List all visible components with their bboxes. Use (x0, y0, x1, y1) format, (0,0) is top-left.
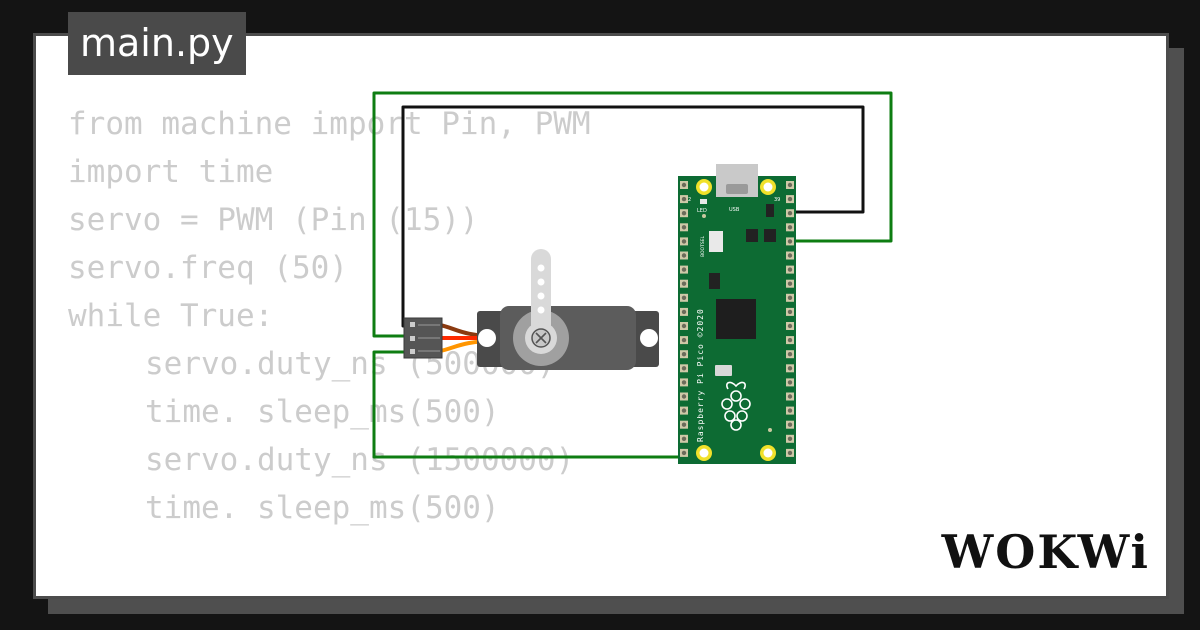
pin-hole (787, 352, 793, 357)
chip (746, 229, 758, 242)
raspberry-pi-logo-icon (721, 381, 751, 431)
pin-hole (787, 196, 793, 202)
code-line: time. sleep_ms(500) (145, 490, 500, 526)
pin-hole (787, 422, 793, 427)
mounting-holes (696, 179, 776, 461)
file-tab[interactable]: main.py (68, 12, 246, 75)
pin-hole (787, 323, 793, 329)
pin-hole (681, 309, 687, 315)
chip (764, 229, 776, 242)
pin-hole (787, 436, 793, 441)
pin-hole (787, 366, 793, 371)
pin-hole (787, 239, 793, 244)
pin-hole (787, 450, 793, 456)
silk-pin-number: 2 (688, 197, 691, 203)
test-point (768, 428, 772, 432)
code-line: time. sleep_ms(500) (145, 394, 500, 430)
pin-hole (681, 196, 687, 202)
pin-hole (681, 380, 687, 385)
silk-pin-number: 39 (774, 197, 780, 203)
pin-hole (787, 267, 793, 272)
pin-hole (681, 281, 687, 286)
pico-board[interactable]: LED USB 2 39 BOOTSEL Raspberry Pi Pico ©… (678, 164, 796, 464)
pin-hole (681, 436, 687, 441)
pin-hole (681, 295, 687, 300)
test-point (702, 214, 706, 218)
silk-usb: USB (729, 207, 740, 213)
pin-hole (681, 267, 687, 272)
code-line: import time (68, 154, 274, 190)
pin-hole (787, 309, 793, 315)
pin-hole (681, 394, 687, 399)
pin-hole (787, 225, 793, 230)
bootsel-button[interactable] (709, 231, 723, 252)
pin-hole (681, 366, 687, 371)
pin-hole (787, 281, 793, 286)
pin-hole (787, 380, 793, 385)
code-line: while True: (68, 298, 274, 334)
rp2040-chip (716, 299, 756, 339)
pin-hole (681, 450, 687, 456)
usb-connector-icon (716, 164, 758, 197)
pin-hole (681, 239, 687, 244)
pin-hole (681, 225, 687, 230)
pin-hole (681, 422, 687, 427)
led (700, 199, 707, 204)
pin-hole (787, 182, 793, 188)
silk-led: LED (697, 208, 707, 214)
pin-hole (787, 253, 793, 258)
pin-hole (681, 408, 687, 413)
pin-hole (787, 408, 793, 413)
code-line: servo.freq (50) (68, 250, 348, 286)
pin-hole (787, 394, 793, 399)
wire-green-top[interactable] (372, 91, 893, 338)
servo-connector[interactable] (403, 317, 443, 359)
servo-motor-icon[interactable] (477, 249, 659, 370)
wokwi-logo[interactable]: WOKWi (941, 525, 1150, 579)
pin-hole (681, 337, 687, 343)
pin-hole (681, 352, 687, 357)
pin-header-left (680, 181, 688, 457)
silk-board-name: Raspberry Pi Pico ©2020 (696, 308, 705, 442)
pin-hole (681, 253, 687, 258)
pin-hole (681, 182, 687, 188)
pin-hole (787, 295, 793, 300)
silk-bootsel: BOOTSEL (700, 235, 706, 257)
pin-hole (787, 337, 793, 343)
code-line: servo = PWM (Pin (15)) (68, 202, 479, 238)
pin-hole (787, 211, 793, 216)
pin-hole (681, 323, 687, 329)
chip (766, 204, 774, 217)
pin-hole (681, 211, 687, 216)
flash-chip (715, 365, 732, 376)
chip (709, 273, 720, 289)
pin-header-right (786, 181, 794, 457)
wire-green-bottom[interactable] (372, 350, 685, 459)
code-line: servo.duty_ns (1500000) (145, 442, 575, 478)
